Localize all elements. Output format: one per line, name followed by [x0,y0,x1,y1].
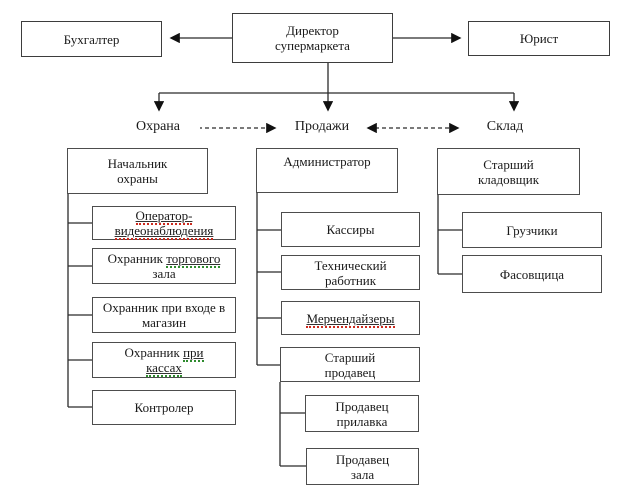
node-tech-worker-line1: Технический [314,257,387,273]
tree-warehouse [437,195,462,275]
node-accountant-label: Бухгалтер [63,31,120,47]
node-tech-worker: Технический работник [281,255,420,290]
node-guard-sales-floor: Охранник торгового зала [92,248,236,284]
node-senior-storekeeper: Старший кладовщик [437,148,580,195]
node-lawyer-label: Юрист [519,31,559,46]
node-merchandisers-label: Мерчендайзеры [306,310,395,328]
node-guard-entrance-line1: Охранник при входе в [102,300,226,315]
branch-label-security: Охрана [116,119,200,135]
node-senior-storekeeper-line1: Старший [483,156,534,172]
tree-senior-seller [279,382,306,467]
node-video-operator-line1: Оператор- [135,208,193,225]
node-senior-storekeeper-line2: кладовщик [477,171,540,187]
tree-sales [256,193,281,366]
node-guard-sales-floor-text: Охранник [107,251,167,266]
node-loaders: Грузчики [462,212,602,248]
node-director-line2: супермаркета [275,38,350,53]
branch-label-warehouse: Склад [463,119,547,135]
node-director: Директор супермаркета [232,13,393,63]
node-guard-checkout-marked1: при [183,345,204,362]
tree-security [67,194,92,408]
node-floor-seller-line2: зала [350,466,375,482]
node-senior-seller-line1: Старший [324,349,376,365]
node-packer: Фасовщица [462,255,602,293]
node-director-line1: Директор [286,23,339,38]
node-security-head: Начальник охраны [67,148,208,194]
node-cashiers: Кассиры [281,212,420,247]
node-guard-entrance: Охранник при входе в магазин [92,297,236,333]
node-accountant: Бухгалтер [21,21,162,57]
node-video-operator-line2: видеонаблюдения [114,223,214,240]
node-guard-entrance-line2: магазин [141,315,187,330]
node-loaders-label: Грузчики [506,222,558,238]
node-controller-label: Контролер [134,400,194,415]
node-guard-sales-floor-marked: торгового [166,251,221,268]
node-senior-seller-line2: продавец [324,364,376,380]
node-counter-seller: Продавец прилавка [305,395,419,432]
node-tech-worker-line2: работник [324,272,377,288]
node-merchandisers: Мерчендайзеры [281,301,420,335]
node-controller: Контролер [92,390,236,425]
node-video-operator: Оператор- видеонаблюдения [92,206,236,240]
node-guard-checkout: Охранник при кассах [92,342,236,378]
node-counter-seller-line1: Продавец [335,398,389,414]
node-guard-sales-floor-line2: зала [152,266,176,281]
node-senior-seller: Старший продавец [280,347,420,382]
node-administrator: Администратор [256,148,398,193]
node-lawyer: Юрист [468,21,610,56]
node-cashiers-label: Кассиры [326,222,375,237]
node-security-head-line1: Начальник [107,156,168,171]
node-floor-seller: Продавец зала [306,448,419,485]
node-packer-label: Фасовщица [499,266,565,282]
node-security-head-line2: охраны [117,171,158,186]
node-administrator-label: Администратор [283,154,371,169]
node-floor-seller-line1: Продавец [335,451,390,467]
node-guard-checkout-text: Охранник [124,345,184,360]
branch-label-sales: Продажи [280,119,364,135]
node-counter-seller-line2: прилавка [336,413,388,429]
node-guard-checkout-marked2: кассах [146,360,182,377]
